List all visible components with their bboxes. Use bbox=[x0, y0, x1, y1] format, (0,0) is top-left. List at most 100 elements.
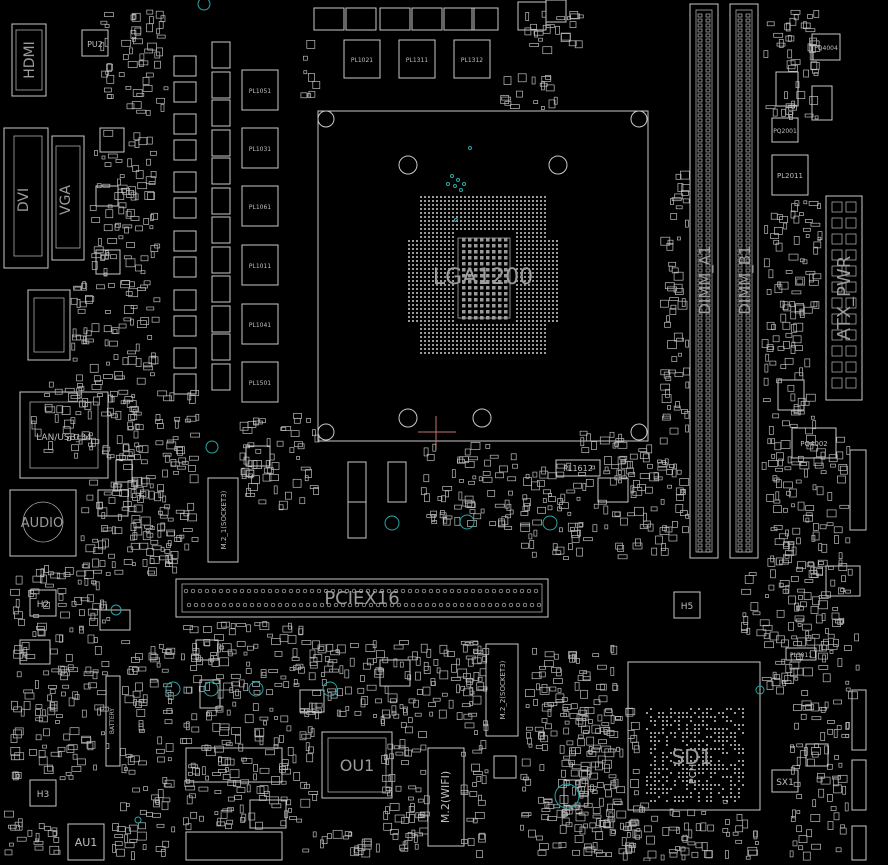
smd-part bbox=[188, 771, 193, 776]
smd-part bbox=[70, 395, 81, 399]
smd-part bbox=[466, 680, 472, 688]
smd-part bbox=[810, 606, 819, 614]
smd-part bbox=[773, 239, 780, 245]
smd-part bbox=[603, 819, 614, 829]
smd-part bbox=[573, 482, 582, 489]
smd-part bbox=[442, 486, 453, 491]
smd-part bbox=[312, 429, 316, 437]
smd-part bbox=[375, 698, 382, 704]
smd-part bbox=[809, 96, 819, 105]
smd-part bbox=[45, 583, 54, 588]
smd-part bbox=[534, 726, 544, 732]
smd-part bbox=[811, 534, 816, 542]
smd-part bbox=[133, 454, 141, 461]
dimm-a1-slot: DIMM_A1 bbox=[689, 3, 719, 559]
smd-part bbox=[767, 558, 776, 567]
smd-part bbox=[198, 786, 209, 792]
smd-part bbox=[797, 605, 804, 611]
smd-part bbox=[35, 704, 43, 709]
smd-part bbox=[184, 418, 191, 423]
smd-part bbox=[577, 14, 584, 19]
smd-part bbox=[154, 60, 161, 69]
smd-part bbox=[667, 484, 672, 489]
smd-part bbox=[774, 538, 785, 546]
smd-part bbox=[290, 430, 300, 437]
smd-part bbox=[183, 817, 189, 826]
smd-part bbox=[240, 468, 245, 476]
smd-part bbox=[106, 94, 112, 99]
smd-part bbox=[618, 479, 622, 484]
smd-part bbox=[119, 453, 124, 462]
smd-part bbox=[11, 700, 18, 710]
smd-part bbox=[489, 521, 497, 526]
smd-part bbox=[158, 643, 164, 649]
smd-part bbox=[146, 306, 155, 311]
smd-part bbox=[104, 162, 112, 167]
smd-part bbox=[382, 786, 391, 794]
smd-part bbox=[539, 686, 550, 695]
smd-part bbox=[782, 321, 791, 330]
smd-part bbox=[139, 809, 147, 815]
smd-part bbox=[476, 682, 485, 692]
smd-part bbox=[70, 417, 76, 425]
smd-part bbox=[14, 611, 23, 620]
smd-part bbox=[130, 489, 137, 498]
smd-part bbox=[383, 811, 389, 820]
smd-part bbox=[291, 657, 300, 661]
smd-part bbox=[227, 807, 234, 812]
smd-part bbox=[662, 415, 671, 421]
smd-part bbox=[89, 205, 97, 211]
pq2001-part: PQ2001 bbox=[771, 117, 799, 143]
smd-part bbox=[593, 744, 601, 750]
smd-part bbox=[810, 301, 818, 308]
smd-part bbox=[145, 475, 156, 480]
smd-part bbox=[118, 235, 124, 240]
smd-part bbox=[609, 477, 617, 486]
smd-part bbox=[632, 542, 643, 550]
smd-part bbox=[362, 662, 371, 670]
smd-part bbox=[598, 820, 606, 827]
smd-part bbox=[784, 554, 790, 559]
smd-part bbox=[299, 731, 307, 741]
au1-audio-codec: AU1 bbox=[67, 823, 105, 861]
smd-part bbox=[671, 356, 678, 362]
smd-part bbox=[53, 837, 60, 843]
smd-part bbox=[753, 830, 758, 840]
smd-part bbox=[135, 170, 144, 179]
smd-part bbox=[660, 498, 665, 505]
smd-part bbox=[640, 452, 649, 459]
smd-part bbox=[133, 486, 144, 494]
smd-part bbox=[148, 356, 159, 365]
smd-part bbox=[48, 381, 54, 388]
smd-part bbox=[837, 475, 846, 484]
smd-part bbox=[520, 824, 524, 831]
smd-part bbox=[106, 617, 111, 621]
smd-part bbox=[243, 651, 248, 656]
smd-part bbox=[460, 685, 466, 691]
smd-part bbox=[185, 785, 196, 791]
smd-part bbox=[177, 465, 186, 470]
smd-part bbox=[259, 622, 270, 631]
smd-part bbox=[395, 785, 402, 792]
smd-part bbox=[151, 212, 158, 220]
smd-part bbox=[14, 727, 24, 736]
smd-part bbox=[587, 786, 597, 790]
smd-part bbox=[570, 527, 575, 532]
smd-part bbox=[813, 72, 819, 77]
smd-part bbox=[130, 14, 136, 21]
smd-part bbox=[67, 744, 78, 751]
smd-part bbox=[811, 702, 820, 712]
smd-part bbox=[433, 659, 439, 666]
smd-part bbox=[528, 533, 533, 540]
smd-part bbox=[557, 498, 564, 505]
smd-part bbox=[114, 834, 124, 838]
smd-part bbox=[112, 844, 116, 853]
vga-label: VGA bbox=[58, 185, 74, 215]
smd-part bbox=[456, 658, 460, 666]
smd-part bbox=[71, 342, 76, 351]
smd-part bbox=[45, 406, 56, 414]
smd-part bbox=[85, 295, 95, 302]
smd-part bbox=[28, 590, 34, 597]
smd-part bbox=[482, 471, 491, 476]
smd-part bbox=[135, 343, 140, 352]
